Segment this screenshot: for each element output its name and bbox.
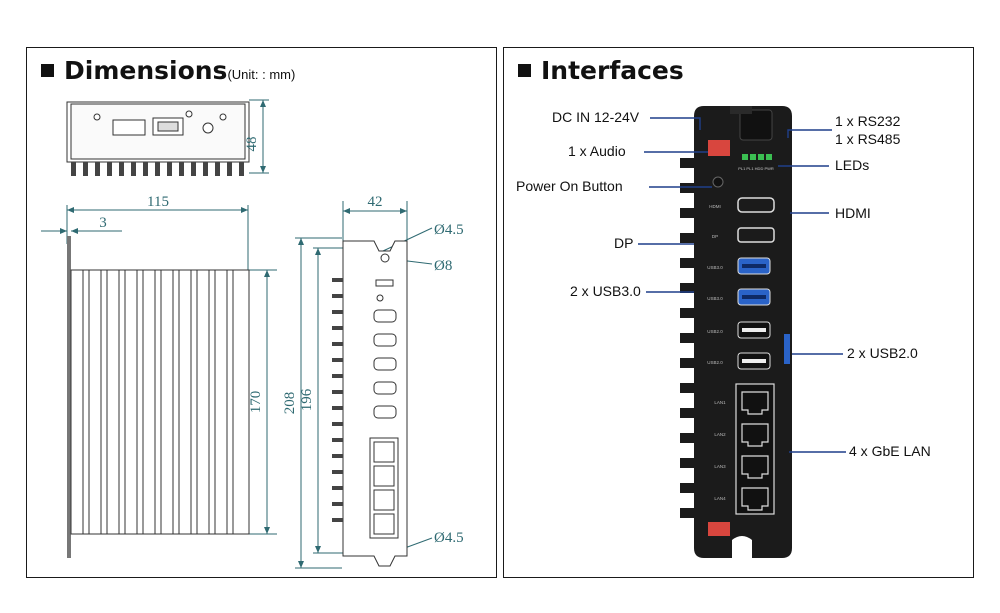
callout-lines [638, 117, 846, 453]
dimensions-title-text: Dimensions [64, 56, 228, 85]
usb3-port-1-label: USB3.0 [707, 265, 723, 270]
top-view-fins [71, 162, 244, 176]
interfaces-drawing: PL1 PL1 HDD PWR HDMI DP USB3.0 USB3.0 US… [516, 106, 931, 558]
dp-port [737, 227, 775, 243]
label-power-button: Power On Button [516, 178, 623, 194]
interfaces-title-text: Interfaces [541, 56, 684, 85]
front-view-heatsink [70, 269, 250, 535]
lan3-label: LAN3 [714, 464, 726, 469]
bullet-square-icon [41, 64, 54, 77]
mounting-plate [67, 236, 71, 558]
led-row [742, 154, 772, 160]
dim-side-height-196: 196 [299, 388, 315, 411]
dim-hole-top: Ø4.5 [434, 222, 464, 238]
label-leds: LEDs [835, 157, 869, 173]
lan1-label: LAN1 [714, 400, 726, 405]
serial-connector [739, 109, 773, 141]
top-view [66, 101, 250, 163]
dimensions-title: Dimensions(Unit: : mm) [41, 56, 295, 85]
label-rs232: 1 x RS232 [835, 113, 901, 129]
bullet-square-icon [518, 64, 531, 77]
dim-width-115: 115 [147, 194, 169, 210]
usb2-port-2-label: USB2.0 [707, 360, 723, 365]
unit-note: (Unit: : mm) [227, 67, 296, 82]
dim-side-height-208: 208 [282, 392, 298, 415]
interfaces-panel: Interfaces [503, 47, 974, 578]
label-usb2: 2 x USB2.0 [847, 345, 918, 361]
label-usb3: 2 x USB3.0 [570, 283, 641, 299]
label-rs485: 1 x RS485 [835, 131, 901, 147]
usb2-port-1-label: USB2.0 [707, 329, 723, 334]
label-lan: 4 x GbE LAN [849, 443, 931, 459]
label-hdmi: HDMI [835, 205, 871, 221]
dim-hole-bottom: Ø4.5 [434, 530, 464, 546]
label-dp: DP [614, 235, 633, 251]
dimension-drawing: 48 115 3 170 42 208 196 Ø4.5 Ø8 Ø4.5 [41, 99, 464, 569]
interfaces-title: Interfaces [518, 56, 684, 85]
dimensions-panel: Dimensions(Unit: : mm) [26, 47, 497, 578]
dim-height-170: 170 [248, 391, 264, 414]
dc-terminal [708, 140, 730, 156]
side-view [342, 240, 408, 567]
dim-hole-mid: Ø8 [434, 258, 452, 274]
lan2-label: LAN2 [714, 432, 726, 437]
lan-block [735, 383, 775, 515]
dp-port-label: DP [712, 234, 718, 239]
dim-top-height: 48 [244, 137, 260, 152]
power-button[interactable] [712, 176, 724, 188]
dim-side-width-42: 42 [368, 194, 383, 210]
bottom-terminal [708, 522, 730, 536]
label-dc-in: DC IN 12-24V [552, 109, 640, 125]
hdmi-port-label: HDMI [709, 204, 721, 209]
hdmi-port [737, 197, 775, 213]
label-audio: 1 x Audio [568, 143, 626, 159]
dim-offset-3: 3 [99, 215, 107, 231]
side-view-fins [332, 278, 343, 522]
led-legend: PL1 PL1 HDD PWR [738, 166, 774, 171]
usb3-port-2-label: USB3.0 [707, 296, 723, 301]
lan4-label: LAN4 [714, 496, 726, 501]
